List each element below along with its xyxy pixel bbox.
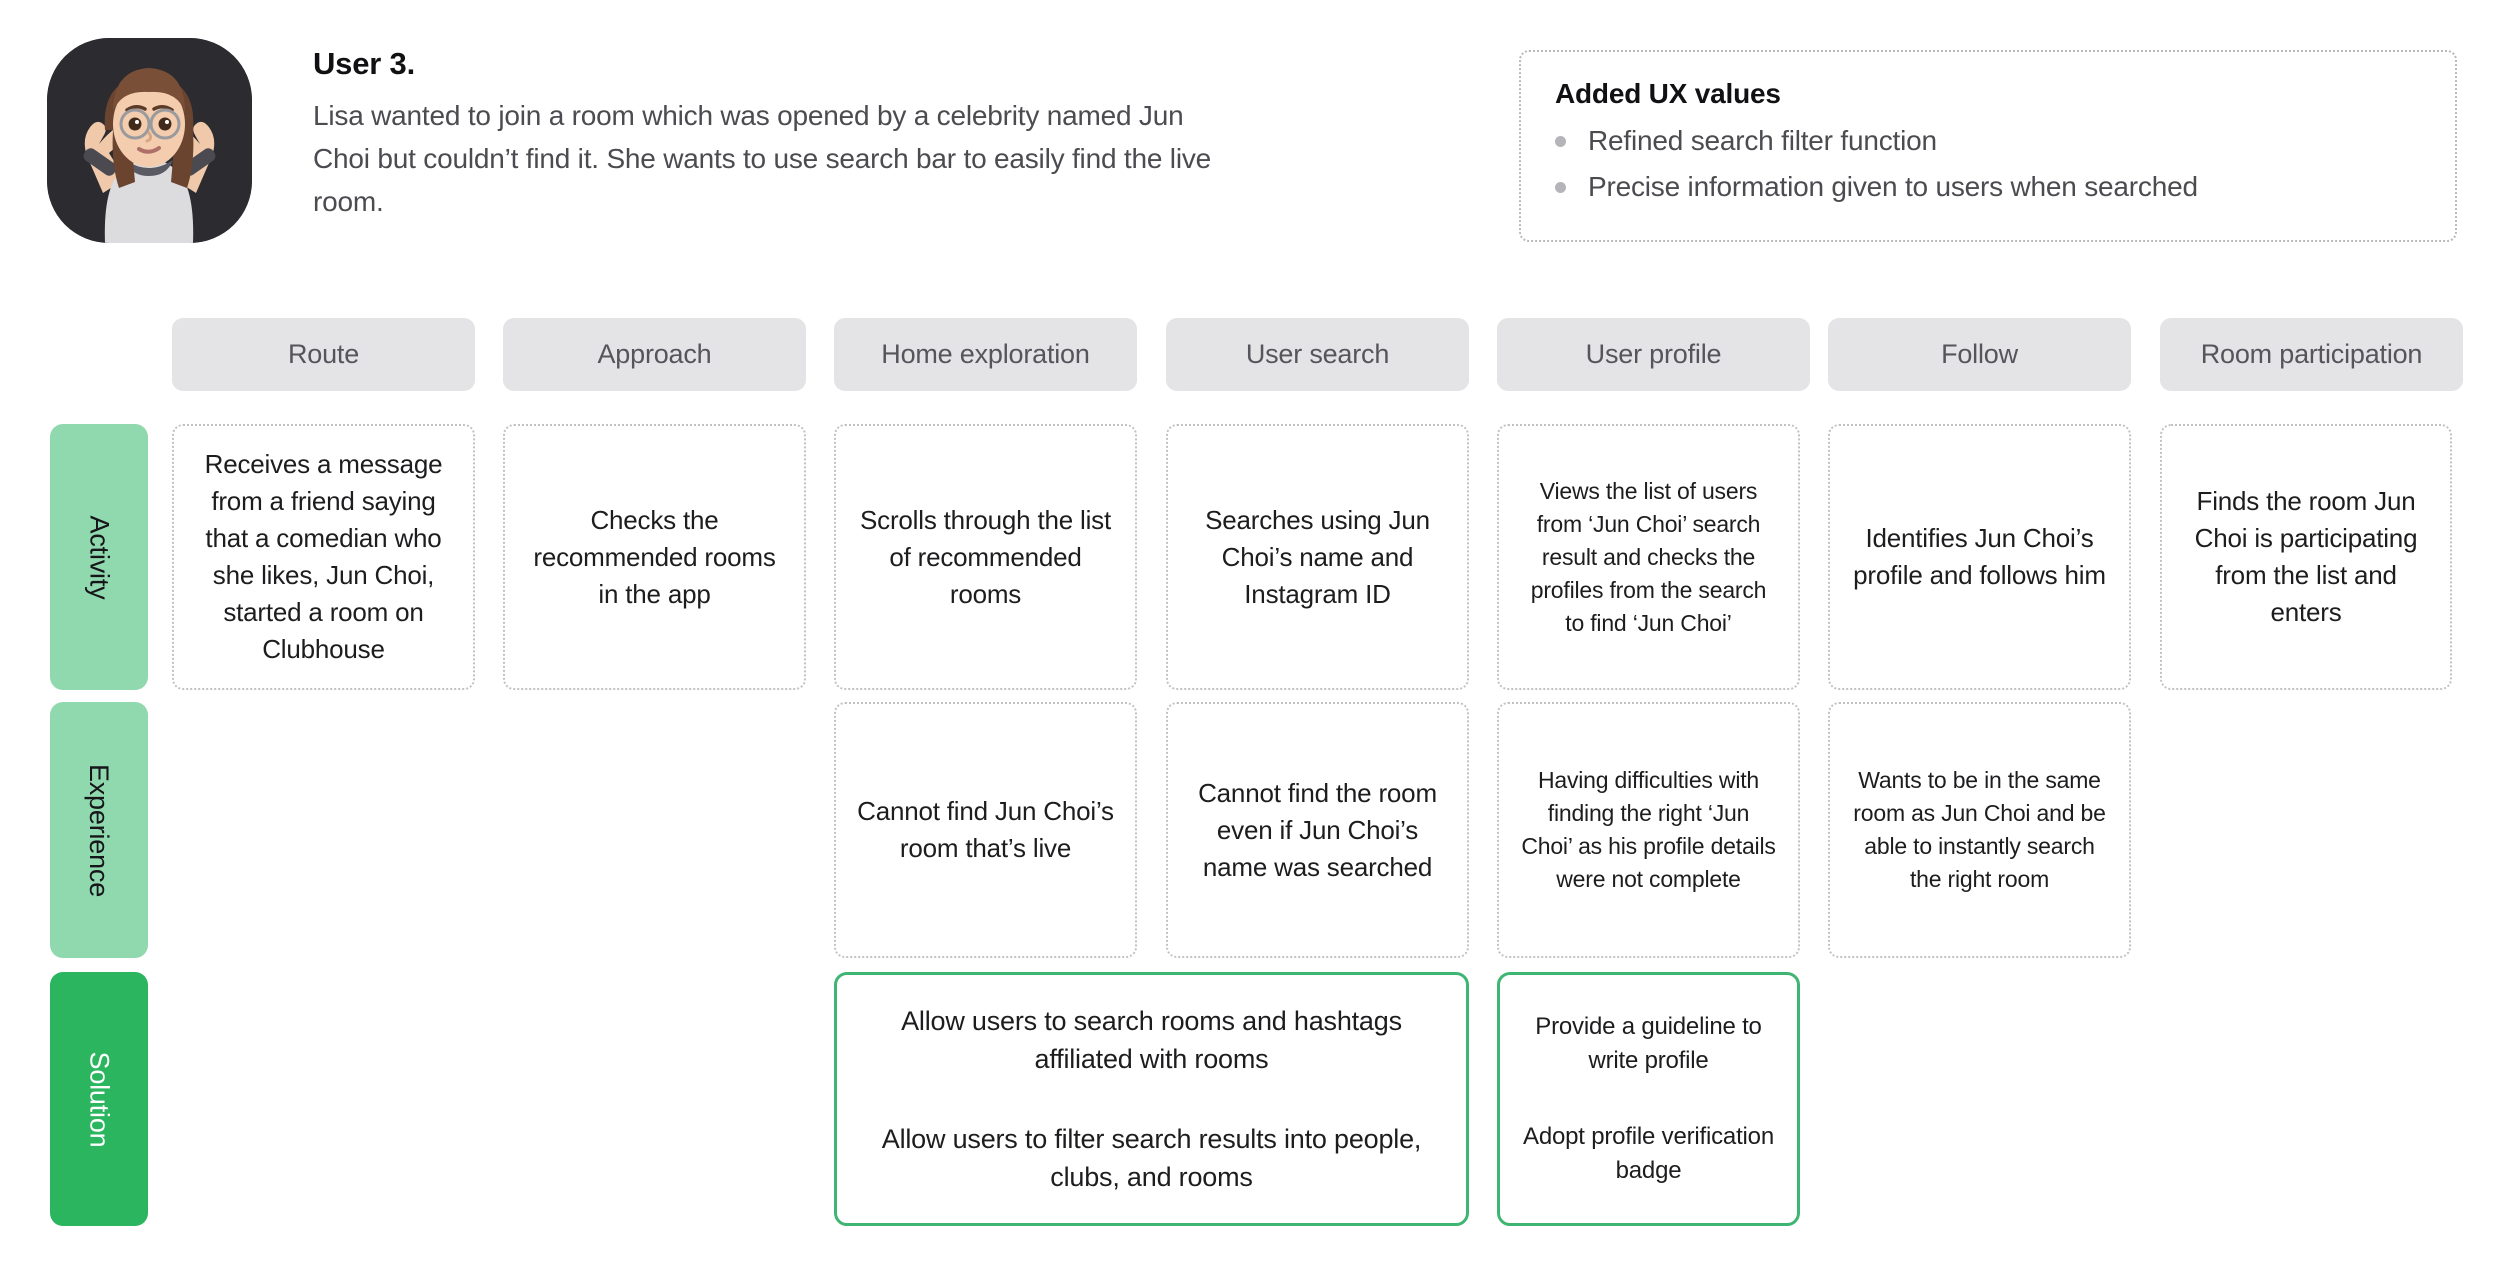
persona-header: User 3. Lisa wanted to join a room which…: [0, 0, 2500, 260]
solution-line: Adopt profile verification badge: [1523, 1123, 1774, 1184]
activity-cell-route: Receives a message from a friend saying …: [204, 449, 443, 664]
table-row[interactable]: Checks the recommended rooms in the app: [503, 424, 806, 690]
solution-line: Allow users to filter search results int…: [881, 1124, 1422, 1192]
bullet-icon: [1555, 181, 1566, 193]
ux-value-label: Precise information given to users when …: [1588, 171, 2198, 202]
experience-cell-follow: Wants to be in the same room as Jun Choi…: [1853, 767, 2106, 892]
added-ux-values-box: Added UX values Refined search filter fu…: [1519, 50, 2457, 242]
activity-cell-user-profile: Views the list of users from ‘Jun Choi’ …: [1530, 477, 1767, 636]
activity-cell-approach: Checks the recommended rooms in the app: [533, 504, 776, 609]
experience-cell-home-exploration: Cannot find Jun Choi’s room that’s live: [857, 796, 1114, 863]
table-row[interactable]: Receives a message from a friend saying …: [172, 424, 475, 690]
table-row[interactable]: Scrolls through the list of recommended …: [834, 424, 1137, 690]
column-header-room-participation: Room participation: [2160, 318, 2463, 391]
table-row[interactable]: Cannot find Jun Choi’s room that’s live: [834, 702, 1137, 958]
table-row[interactable]: Finds the room Jun Choi is participating…: [2160, 424, 2452, 690]
ux-value-label: Refined search filter function: [1588, 125, 1937, 156]
solution-card-profile[interactable]: Provide a guideline to write profile Ado…: [1497, 972, 1800, 1226]
avatar: [47, 38, 252, 243]
list-item: Refined search filter function: [1555, 118, 2421, 164]
column-header-user-search: User search: [1166, 318, 1469, 391]
activity-cell-user-search: Searches using Jun Choi’s name and Insta…: [1205, 504, 1430, 609]
row-label-solution: Solution: [50, 972, 148, 1226]
solution-card-search[interactable]: Allow users to search rooms and hashtags…: [834, 972, 1469, 1226]
column-header-user-profile: User profile: [1497, 318, 1810, 391]
column-header-home-exploration: Home exploration: [834, 318, 1137, 391]
table-row[interactable]: Having difficulties with finding the rig…: [1497, 702, 1800, 958]
memoji-woman-shrugging-avatar: [47, 38, 252, 243]
column-header-route: Route: [172, 318, 475, 391]
row-label-text: Experience: [84, 763, 115, 897]
table-row[interactable]: Identifies Jun Choi’s profile and follow…: [1828, 424, 2131, 690]
row-label-experience: Experience: [50, 702, 148, 958]
table-row[interactable]: Searches using Jun Choi’s name and Insta…: [1166, 424, 1469, 690]
solution-line: Allow users to search rooms and hashtags…: [901, 1006, 1402, 1074]
bullet-icon: [1555, 135, 1566, 147]
row-label-activity: Activity: [50, 424, 148, 690]
table-row[interactable]: Views the list of users from ‘Jun Choi’ …: [1497, 424, 1800, 690]
column-header-follow: Follow: [1828, 318, 2131, 391]
experience-cell-user-profile: Having difficulties with finding the rig…: [1521, 767, 1776, 892]
table-row[interactable]: Cannot find the room even if Jun Choi’s …: [1166, 702, 1469, 958]
table-row[interactable]: Wants to be in the same room as Jun Choi…: [1828, 702, 2131, 958]
persona-info: User 3. Lisa wanted to join a room which…: [313, 46, 1213, 223]
row-label-text: Solution: [84, 1051, 115, 1147]
activity-cell-follow: Identifies Jun Choi’s profile and follow…: [1853, 523, 2106, 590]
activity-cell-home-exploration: Scrolls through the list of recommended …: [860, 504, 1111, 609]
row-label-text: Activity: [84, 515, 115, 599]
column-header-approach: Approach: [503, 318, 806, 391]
experience-cell-user-search: Cannot find the room even if Jun Choi’s …: [1198, 777, 1437, 882]
added-ux-values-title: Added UX values: [1555, 78, 1781, 109]
persona-title: User 3.: [313, 46, 415, 81]
activity-cell-room-participation: Finds the room Jun Choi is participating…: [2194, 486, 2418, 627]
solution-line: Provide a guideline to write profile: [1535, 1013, 1762, 1074]
persona-description: Lisa wanted to join a room which was ope…: [313, 100, 1212, 217]
list-item: Precise information given to users when …: [1555, 164, 2421, 210]
added-ux-values-list: Refined search filter function Precise i…: [1555, 118, 2421, 210]
